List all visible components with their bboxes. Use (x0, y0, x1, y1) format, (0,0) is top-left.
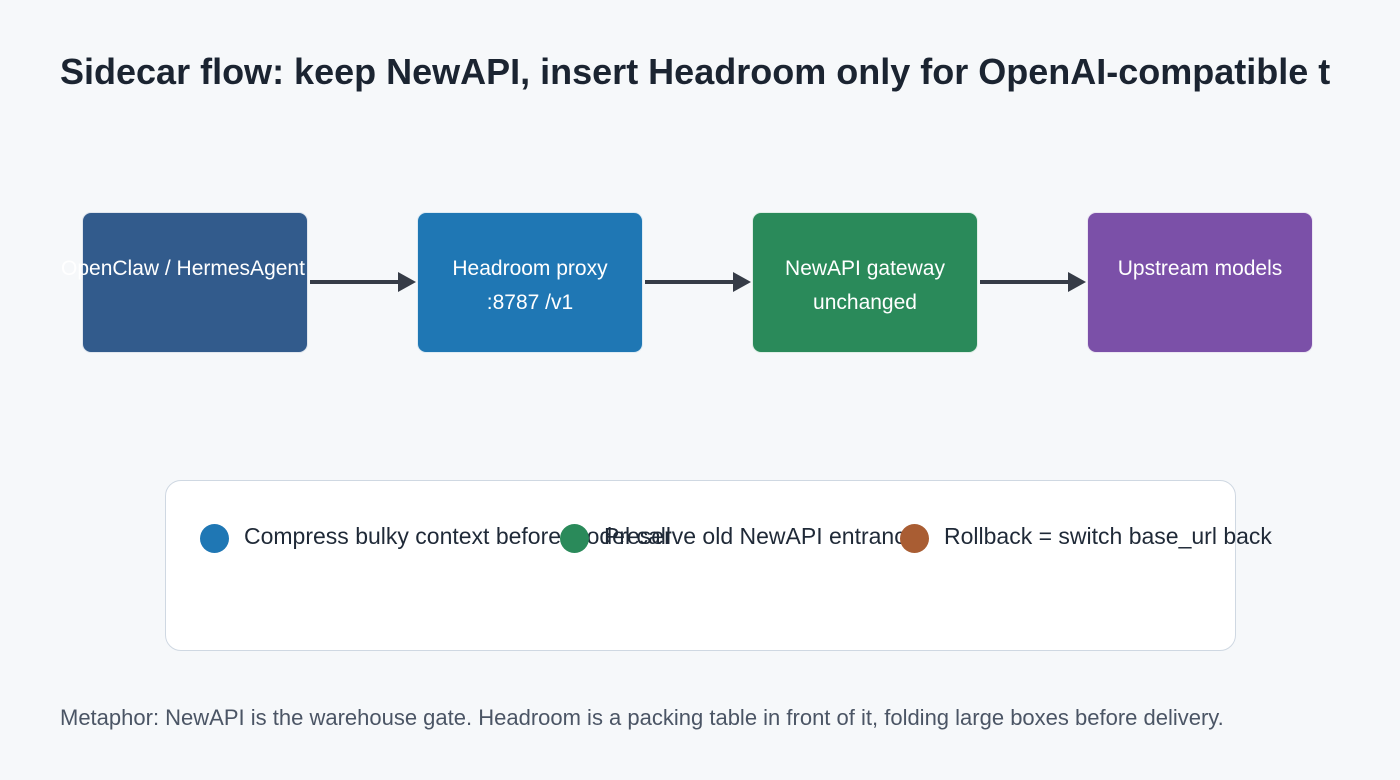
node-label: OpenClaw / HermesAgent (61, 257, 305, 280)
node-sublabel: unchanged (813, 291, 917, 314)
node-sublabel: :8787 /v1 (486, 291, 574, 314)
legend-dot-compress (200, 524, 229, 553)
legend-label-compress: Compress bulky context before model call (244, 523, 671, 549)
node-label: Headroom proxy (452, 257, 608, 280)
arrow-newapi-to-upstream (980, 272, 1086, 292)
legend-dot-rollback (900, 524, 929, 553)
arrow-headroom-to-newapi (645, 272, 751, 292)
node-label: Upstream models (1117, 257, 1283, 280)
footer-metaphor: Metaphor: NewAPI is the warehouse gate. … (60, 705, 1224, 730)
node-newapi-gateway: NewAPI gateway unchanged (752, 212, 978, 353)
legend-panel (165, 480, 1236, 651)
legend-label-preserve: Preserve old NewAPI entrance (604, 523, 919, 549)
node-label: NewAPI gateway (785, 257, 945, 280)
node-upstream-models: Upstream models (1087, 212, 1313, 353)
arrow-openclaw-to-headroom (310, 272, 416, 292)
page-title: Sidecar flow: keep NewAPI, insert Headro… (60, 51, 1331, 92)
node-openclaw-hermesagent: OpenClaw / HermesAgent (61, 212, 308, 353)
node-headroom-proxy: Headroom proxy :8787 /v1 (417, 212, 643, 353)
legend-dot-preserve (560, 524, 589, 553)
legend-label-rollback: Rollback = switch base_url back (944, 523, 1272, 549)
